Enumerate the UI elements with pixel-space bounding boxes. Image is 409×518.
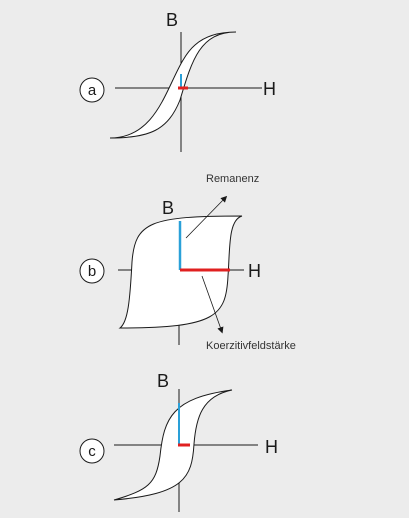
panel-a-b-label: B: [166, 10, 178, 30]
remanence-annotation: Remanenz: [206, 173, 259, 185]
panel-a-hysteresis-loop: [109, 31, 237, 139]
panel-b: Remanenz Koerzitivfeldstärke b B H: [79, 173, 296, 352]
panel-b-b-label: B: [162, 198, 174, 218]
panel-c-label: c: [88, 443, 96, 460]
panel-c-hysteresis-loop: [113, 389, 233, 501]
panel-c-h-label: H: [265, 437, 278, 457]
panel-b-remanence-arrow: [185, 195, 228, 239]
panel-b-h-label: H: [248, 261, 261, 281]
panel-c: c B H: [79, 371, 278, 512]
panel-b-coercivity-arrow: [201, 275, 224, 334]
panel-b-label: b: [88, 263, 96, 280]
coercivity-annotation: Koerzitivfeldstärke: [206, 340, 296, 352]
panel-c-label-circle: [79, 438, 105, 464]
panel-b-hysteresis-loop: [118, 215, 243, 329]
panel-b-label-circle: [79, 258, 105, 284]
panel-a-label: a: [88, 82, 97, 99]
panel-a: a B H: [79, 10, 276, 152]
panel-a-h-label: H: [263, 79, 276, 99]
panel-a-label-circle: [79, 77, 105, 103]
panel-c-b-label: B: [157, 371, 169, 391]
